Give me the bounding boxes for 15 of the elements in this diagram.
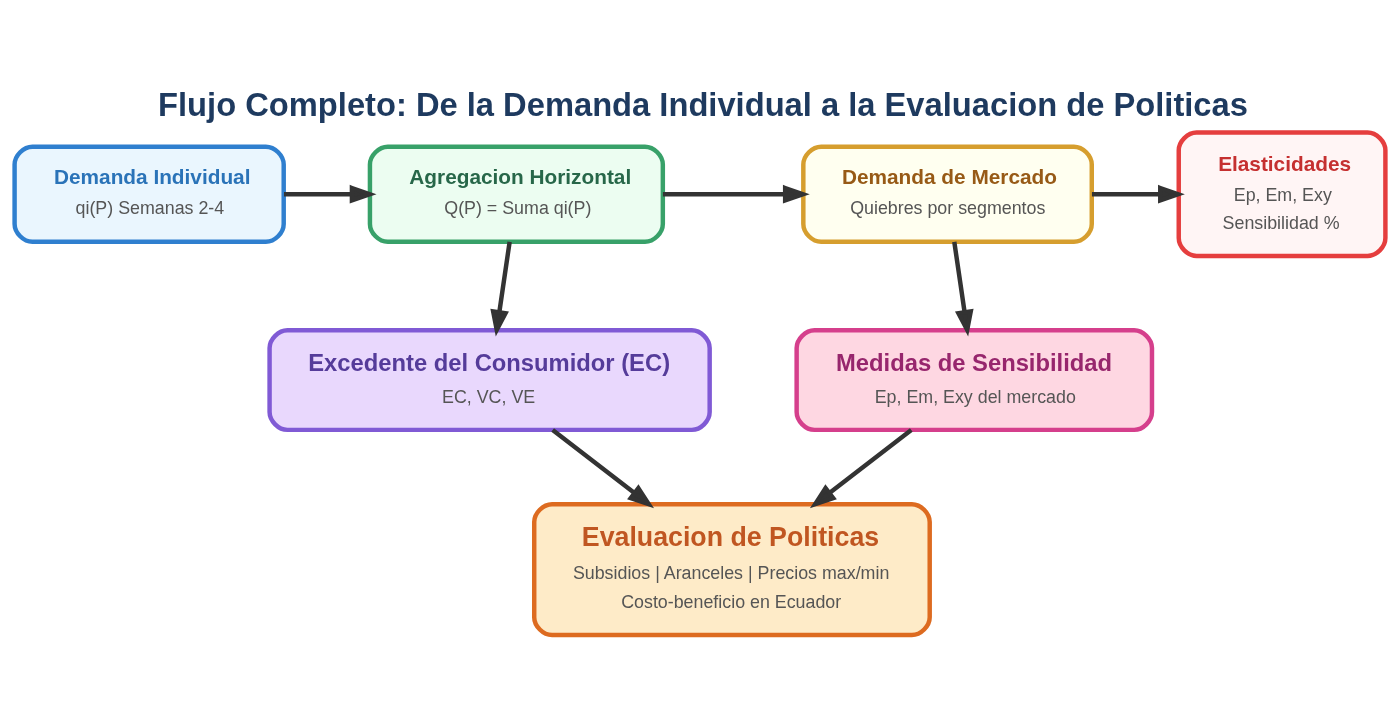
arrow — [809, 428, 913, 509]
node-box: Demanda de Mercado Quiebres por segmentos — [801, 144, 1094, 245]
node-box: Demanda Individual qi(P) Semanas 2-4 — [12, 144, 286, 245]
node-box: Evaluacion de Politicas Subsidios | Aranceles | Precios max/min Costo-beneficio en Ecuador — [532, 502, 932, 638]
arrow — [952, 241, 974, 337]
arrow — [490, 241, 512, 337]
arrow — [662, 184, 810, 204]
arrow — [1091, 184, 1185, 204]
arrow — [284, 184, 377, 204]
diagram-title: Flujo Completo: De la Demanda Individual a la Evaluacion de Politicas — [158, 85, 1248, 123]
arrow — [551, 428, 655, 509]
node-box: Agregacion Horizontal Q(P) = Suma qi(P) — [367, 144, 666, 245]
node-box: Excedente del Consumidor (EC) EC, VC, VE — [267, 328, 712, 433]
node-box: Elasticidades Ep, Em, Exy Sensibilidad % — [1176, 130, 1388, 259]
node-box: Medidas de Sensibilidad Ep, Em, Exy del mercado — [794, 328, 1155, 433]
